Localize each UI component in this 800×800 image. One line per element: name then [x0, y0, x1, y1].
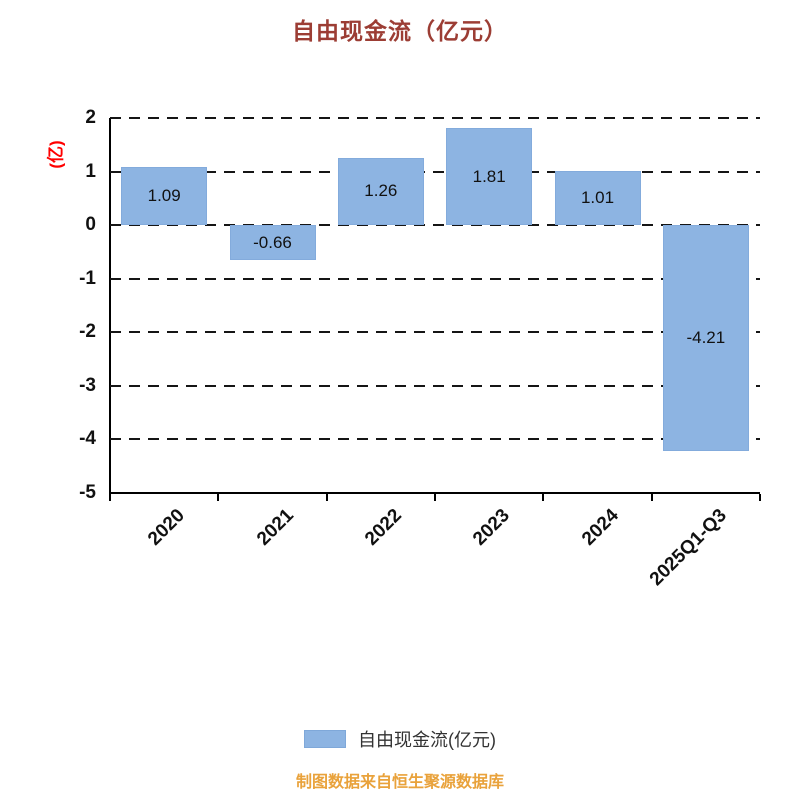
bar-value-label: 1.26	[364, 181, 398, 201]
gridline	[110, 224, 760, 227]
bar-2022: 1.26	[337, 157, 424, 226]
y-axis-line	[109, 118, 111, 493]
bar-value-label: -0.66	[253, 232, 292, 252]
y-tick-label: -3	[79, 374, 96, 396]
bar-value-label: 1.81	[472, 166, 506, 186]
y-tick-label: 1	[85, 160, 96, 182]
gridline	[110, 170, 760, 173]
x-tick-mark	[542, 494, 545, 501]
y-tick-label: -4	[79, 428, 96, 450]
y-tick-label: -1	[79, 267, 96, 289]
y-tick-label: -2	[79, 321, 96, 343]
bar-value-label: -4.21	[686, 327, 726, 347]
x-tick-mark	[217, 494, 220, 501]
bar-2020: 1.09	[121, 166, 208, 226]
gridline	[110, 277, 760, 280]
y-tick-label: 2	[85, 107, 96, 128]
y-tick-label: 0	[85, 214, 96, 236]
x-tick-mark	[434, 494, 436, 501]
legend-swatch	[304, 730, 346, 748]
bar-value-label: 1.09	[147, 185, 181, 205]
x-tick-mark	[109, 494, 111, 501]
x-tick-mark	[759, 494, 761, 501]
bar-2023: 1.81	[446, 128, 533, 226]
x-tick-mark	[650, 494, 653, 501]
bar-value-label: 1.01	[580, 188, 615, 208]
chart-title: 自由现金流（亿元）	[292, 18, 508, 44]
data-source-note: 制图数据来自恒生聚源数据库	[295, 774, 504, 791]
x-axis-line	[109, 492, 760, 494]
bar-2021: -0.66	[229, 225, 316, 261]
x-tick-mark	[325, 494, 328, 501]
gridline	[110, 331, 760, 334]
bar-2024: 1.01	[554, 171, 641, 226]
y-tick-label: -5	[79, 482, 96, 503]
bar-2025Q1-Q3: -4.21	[662, 225, 749, 451]
legend-label: 自由现金流(亿元)	[358, 730, 496, 750]
gridline	[110, 438, 760, 441]
legend: 自由现金流(亿元)	[0, 726, 800, 752]
gridline	[110, 384, 760, 387]
gridline	[110, 117, 760, 119]
